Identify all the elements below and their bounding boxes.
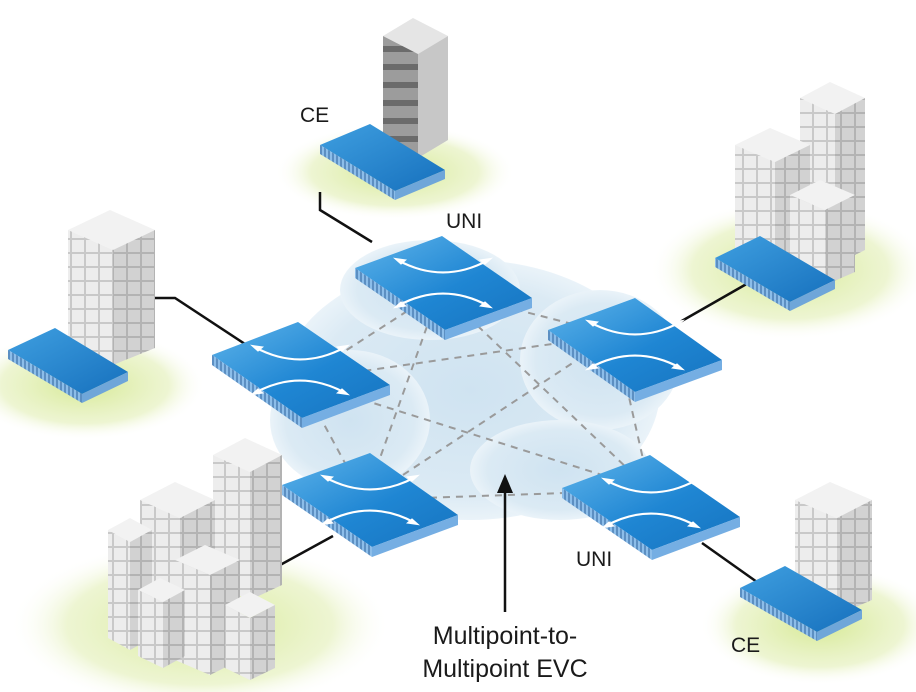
ce-router-top — [320, 124, 445, 200]
evc-caption-line2: Multipoint EVC — [422, 655, 588, 683]
switch-arrows-icon — [320, 474, 420, 526]
access-link — [701, 541, 758, 584]
access-link — [318, 192, 373, 244]
ce-router-bottom-right — [740, 566, 862, 641]
evc-caption: Multipoint-to- Multipoint EVC — [400, 620, 610, 686]
switch-arrows-icon — [393, 257, 493, 309]
label-uni-bottom: UNI — [576, 548, 613, 571]
building-cluster-right — [735, 82, 865, 285]
building-bottom-right — [795, 482, 872, 615]
switch-arrows-icon — [250, 344, 350, 396]
callout-arrow — [497, 474, 513, 612]
switch-arrows-icon — [601, 477, 701, 529]
evc-caption-line1: Multipoint-to- — [432, 622, 578, 650]
label-ce-bottom: CE — [731, 634, 761, 657]
switch-bottom-right — [562, 455, 740, 560]
switch-top — [355, 236, 532, 340]
switch-left — [212, 322, 390, 428]
label-ce-top: CE — [300, 104, 330, 127]
switch-arrows-icon — [585, 319, 685, 371]
building-left — [68, 210, 155, 365]
ce-router-left — [8, 328, 128, 403]
label-uni-top: UNI — [446, 210, 483, 233]
building-cluster-bottom-left — [108, 438, 282, 680]
switch-right — [548, 298, 722, 402]
server-tower — [383, 18, 448, 158]
access-links — [155, 192, 758, 589]
access-link — [155, 296, 258, 354]
ce-router-right — [715, 236, 835, 311]
switch-bottom-left — [282, 453, 458, 557]
access-link — [679, 280, 751, 324]
